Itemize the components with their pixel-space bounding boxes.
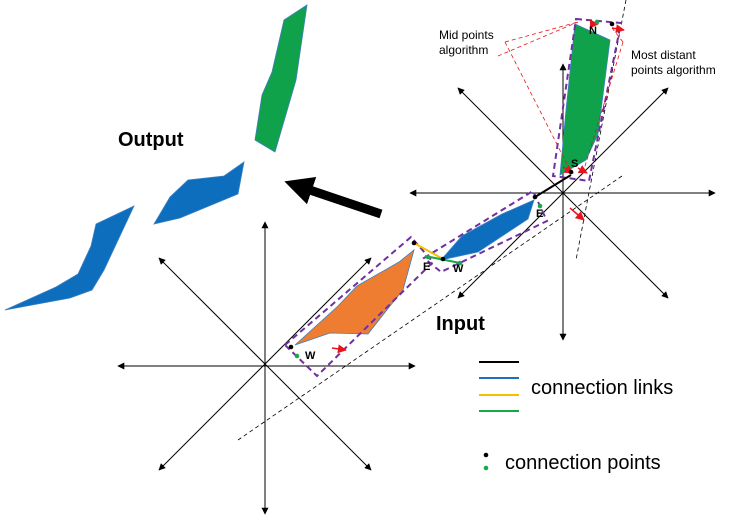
legend-point-black	[483, 452, 489, 458]
link-yellow	[413, 242, 444, 260]
input-orange-shape	[294, 248, 415, 346]
algorithm-callout-lines	[497, 21, 624, 177]
input-green-shape	[559, 23, 611, 176]
legend-connection-links-label: connection links	[531, 377, 673, 399]
input-label: Input	[436, 313, 485, 335]
output-blue-shape-lower	[4, 205, 135, 311]
connection-points	[288, 19, 615, 359]
output-shapes	[4, 4, 308, 311]
mid-points-algorithm-label: Mid points algorithm	[439, 28, 497, 57]
marker-s: S	[571, 158, 578, 170]
upper-axis-cross	[409, 63, 716, 341]
input-shapes	[294, 23, 611, 346]
legend-connection-points-label: connection points	[505, 452, 661, 474]
marker-e-upper: E	[536, 208, 543, 220]
input-blue-shape	[439, 199, 535, 261]
marker-w-lower: W	[305, 350, 316, 362]
most-distant-points-algorithm-label: Most distant points algorithm	[631, 48, 716, 77]
legend-point-green	[483, 465, 489, 471]
bounding-boxes	[283, 17, 623, 378]
compass-markers: N S E E W W	[305, 25, 597, 362]
output-label: Output	[118, 129, 184, 151]
marker-n: N	[589, 25, 597, 37]
legend: connection links connection points	[479, 361, 673, 474]
red-direction-markers	[331, 19, 625, 354]
marker-e-lower: E	[423, 261, 430, 273]
output-green-shape	[254, 4, 308, 153]
lower-axis-cross	[117, 221, 416, 515]
output-blue-shape-upper	[153, 161, 245, 225]
marker-w-upper: W	[453, 263, 464, 275]
input-to-output-arrow	[284, 176, 383, 219]
link-black	[534, 174, 572, 198]
